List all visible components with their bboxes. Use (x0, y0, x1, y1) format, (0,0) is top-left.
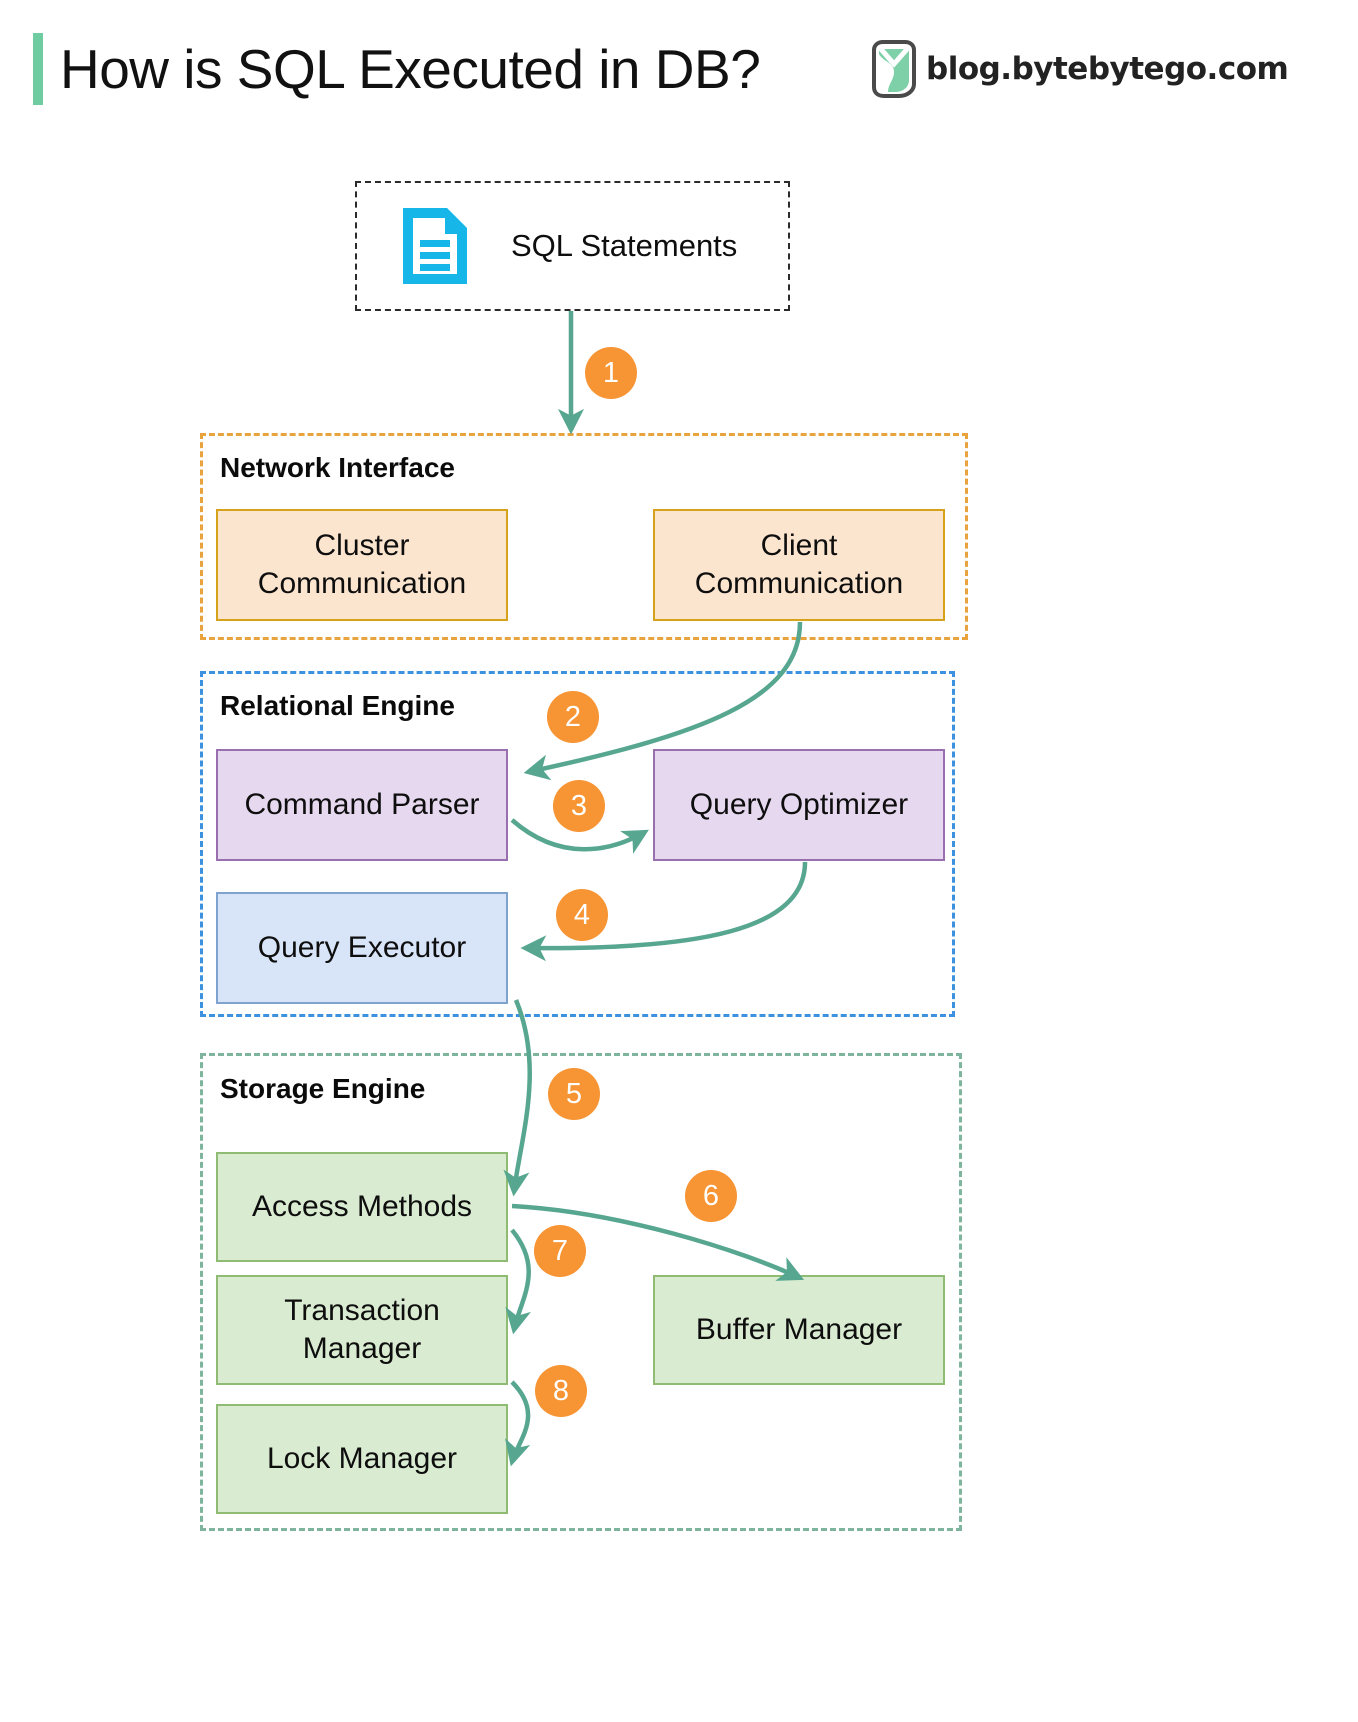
step-badge-3: 3 (553, 780, 605, 832)
title-accent-bar (33, 33, 43, 105)
node-client-communication[interactable]: Client Communication (653, 509, 945, 621)
bytebytego-logo-icon (872, 40, 916, 98)
group-label-relational-engine: Relational Engine (220, 690, 455, 721)
group-storage-engine (200, 1053, 962, 1531)
step-badge-2: 2 (547, 691, 599, 743)
node-query-executor[interactable]: Query Executor (216, 892, 508, 1004)
node-client-communication-line2: Communication (694, 567, 904, 600)
node-client-communication-line1: Client (760, 528, 838, 562)
node-query-optimizer[interactable]: Query Optimizer (653, 749, 945, 861)
sql-statements-box: SQL Statements (355, 181, 790, 311)
step-badge-5: 5 (548, 1068, 600, 1120)
node-lock-manager[interactable]: Lock Manager (216, 1404, 508, 1514)
brand-text: blog.bytebytego.com (926, 51, 1289, 87)
node-cluster-communication-line1: Cluster (314, 528, 410, 562)
node-transaction-manager[interactable]: Transaction Manager (216, 1275, 508, 1385)
step-badge-1: 1 (585, 347, 637, 399)
node-transaction-manager-line2: Manager (302, 1332, 422, 1365)
step-badge-4: 4 (556, 889, 608, 941)
brand: blog.bytebytego.com (868, 40, 1289, 98)
step-badge-6: 6 (685, 1170, 737, 1222)
group-label-storage-engine: Storage Engine (220, 1073, 426, 1104)
node-transaction-manager-line1: Transaction (284, 1293, 440, 1327)
page-title: How is SQL Executed in DB? (60, 38, 761, 100)
node-access-methods[interactable]: Access Methods (216, 1152, 508, 1262)
step-badge-7: 7 (534, 1225, 586, 1277)
group-label-network-interface: Network Interface (220, 452, 455, 483)
node-cluster-communication-line2: Communication (257, 567, 467, 600)
node-buffer-manager[interactable]: Buffer Manager (653, 1275, 945, 1385)
step-badge-8: 8 (535, 1365, 587, 1417)
document-icon (403, 208, 467, 284)
sql-statements-label: SQL Statements (511, 228, 738, 263)
node-command-parser[interactable]: Command Parser (216, 749, 508, 861)
node-cluster-communication[interactable]: Cluster Communication (216, 509, 508, 621)
